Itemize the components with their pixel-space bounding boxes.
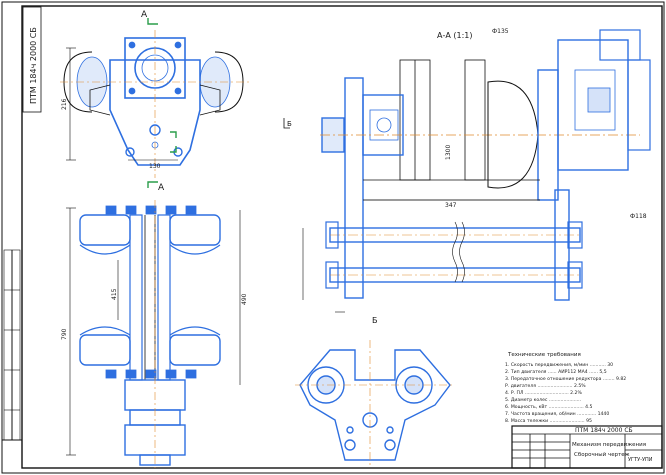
tech-req-item: 5. Диаметр колес ...................... [505, 397, 581, 403]
section-marker-top-a: А [141, 10, 148, 20]
dim-view1-width: 130 [149, 163, 161, 170]
dim-view2-inner: 415 [111, 288, 118, 300]
tech-requirements-title: Технические требования [507, 352, 581, 358]
dim-section-length: 1300 [445, 145, 452, 160]
dim-section-fit: Ф118 [630, 213, 647, 220]
dim-view2-span: 490 [241, 293, 248, 305]
view-top-left [60, 18, 250, 188]
title-block-name-line2: Сборочный чертеж [574, 451, 630, 458]
tech-req-item: Р. двигателя ........................ 2.… [505, 383, 586, 389]
corner-stamp: ПТМ 184ч 2000 СБ [22, 6, 42, 113]
left-stamp-strips [3, 249, 21, 441]
view-bottom-left [66, 200, 241, 468]
dim-section-shaft: 347 [445, 202, 457, 209]
tech-requirements: Технические требования 1. Скорость перед… [505, 352, 626, 424]
tech-req-item: 4. Р. ПЛ .............................. … [505, 390, 582, 396]
view-b [295, 340, 455, 468]
corner-stamp-text: ПТМ 184ч 2000 СБ [29, 27, 38, 104]
title-block-org: УГТУ-УПИ [628, 457, 653, 463]
tech-req-item: 6. Мощность, кВт .......................… [505, 404, 593, 410]
tech-req-item: 8. Масса тележки .......................… [505, 418, 592, 424]
dim-view1-height: 216 [61, 98, 68, 110]
dim-section-d1: Ф135 [492, 28, 509, 35]
title-block-doc-code: ПТМ 184ч 2000 СБ [575, 427, 633, 434]
section-marker-bottom-a: А [158, 183, 165, 193]
title-block [511, 425, 663, 469]
tech-req-item: 7. Частота вращения, об/мин ............… [505, 411, 609, 417]
tech-req-item: 1. Скорость передвижения, м/мин ........… [505, 362, 613, 368]
view-b-label: Б [372, 316, 378, 325]
section-a-a-view [283, 29, 651, 313]
title-block-name-line1: Механизм передвижения [572, 442, 646, 448]
tech-req-item: 2. Тип двигателя ...... АИР112 МA4 .....… [505, 369, 607, 375]
section-title-a-a: А-А (1:1) [437, 31, 473, 40]
view-b-marker-top: Б [287, 120, 292, 128]
dim-view2-height: 790 [61, 328, 68, 340]
tech-req-item: 3. Передаточное отношение редуктора ....… [505, 376, 626, 382]
